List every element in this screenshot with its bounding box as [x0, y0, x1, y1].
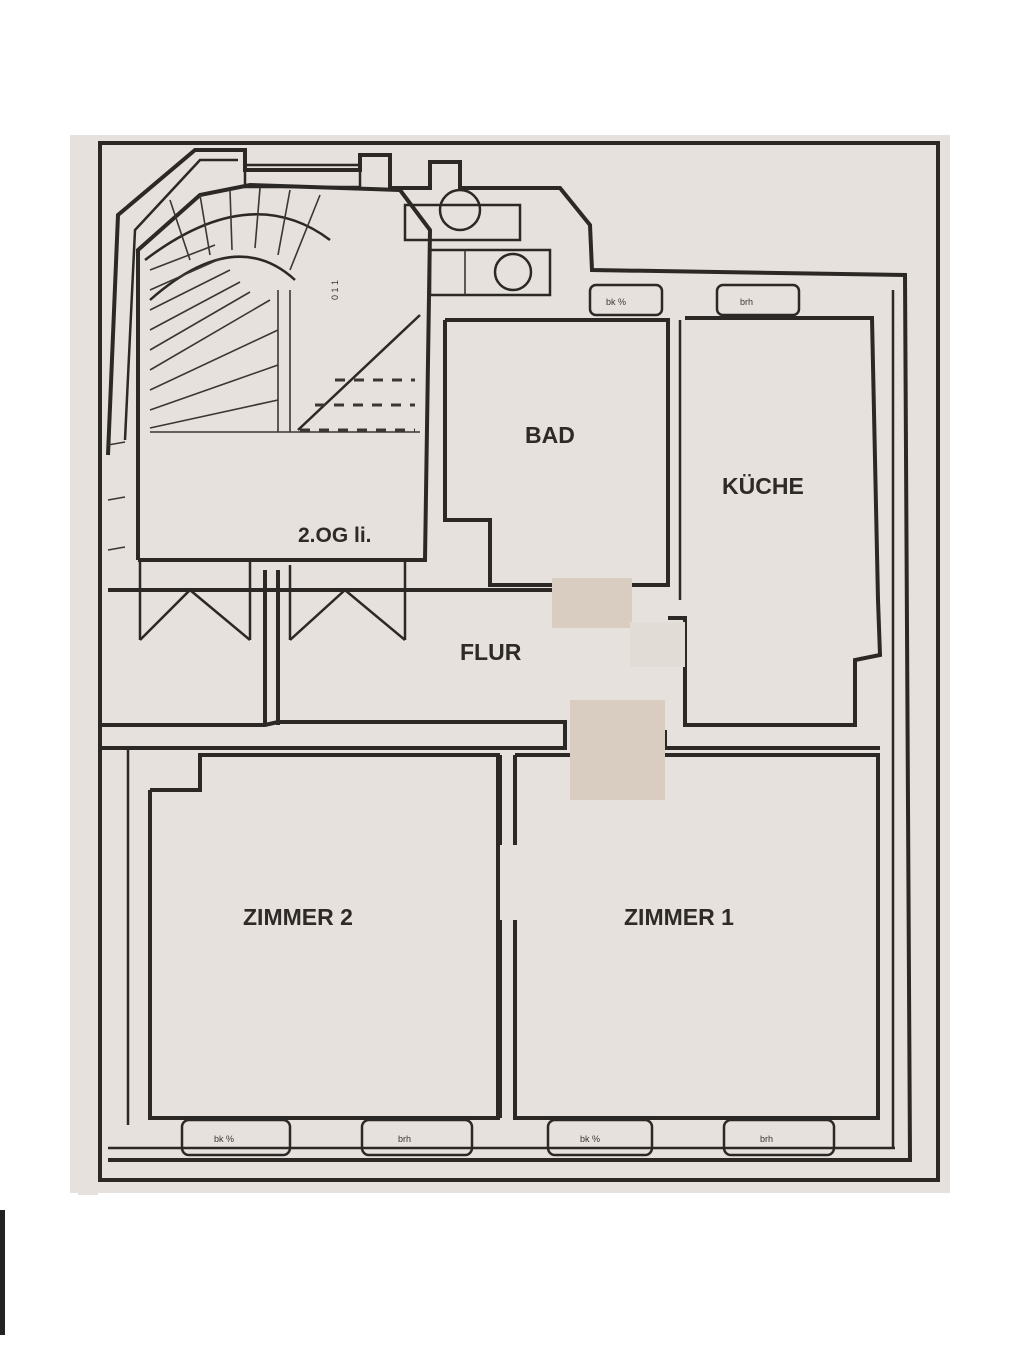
svg-text:0 1 1: 0 1 1	[330, 280, 340, 300]
paper-sheet-left-strip	[78, 350, 98, 1195]
stair-label: 2.OG li.	[298, 524, 372, 547]
wall-notches	[107, 441, 126, 551]
flur-boundary	[100, 720, 567, 750]
bad-walls	[443, 318, 670, 587]
bottom-radiators: bk % brh bk % brh	[180, 1118, 836, 1157]
radiator-mark-4: brh	[398, 1134, 411, 1144]
retouch-patch-1	[552, 578, 632, 628]
room-label-flur: FLUR	[460, 639, 522, 665]
closets	[108, 560, 555, 725]
room-label-zimmer1: ZIMMER 1	[624, 904, 734, 930]
outer-frame	[98, 141, 940, 1182]
room-label-zimmer2: ZIMMER 2	[243, 904, 353, 930]
building-inner-outline	[123, 158, 238, 441]
retouch-patch-3	[630, 622, 685, 667]
radiator-mark-1: bk %	[606, 297, 626, 307]
zimmer1-walls	[513, 753, 880, 1120]
radiator-mark-5: bk %	[580, 1134, 600, 1144]
scan-edge-mark	[0, 1210, 5, 1335]
room-label-bad: BAD	[525, 422, 575, 448]
retouch-patch-2	[570, 700, 665, 800]
staircase: 0 1 1	[136, 182, 433, 562]
room-label-kueche: KÜCHE	[722, 473, 804, 499]
radiator-mark-6: brh	[760, 1134, 773, 1144]
building-outline	[106, 148, 913, 1162]
top-radiators: bk % brh	[588, 283, 801, 317]
shaft-details	[243, 163, 552, 297]
radiator-mark-2: brh	[740, 297, 753, 307]
radiator-mark-3: bk %	[214, 1134, 234, 1144]
